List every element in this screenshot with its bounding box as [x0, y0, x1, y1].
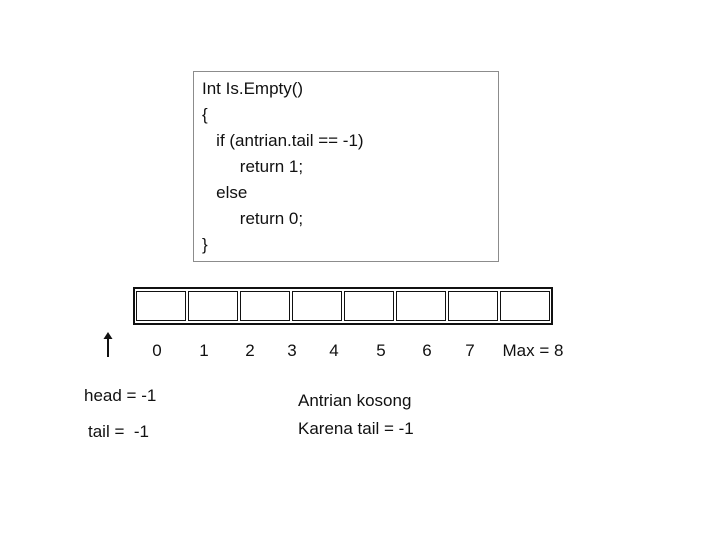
index-label: 3 — [287, 341, 297, 360]
array-cell — [448, 291, 498, 321]
up-arrow-icon — [103, 332, 113, 357]
index-label: 6 — [422, 341, 432, 360]
array-cell — [240, 291, 290, 321]
index-label: 2 — [245, 341, 255, 360]
max-label: Max = 8 — [502, 341, 564, 360]
array-cell — [136, 291, 186, 321]
index-label: 7 — [465, 341, 475, 360]
code-line-3: if (antrian.tail == -1) — [202, 131, 364, 150]
code-line-1: Int Is.Empty() — [202, 79, 304, 98]
queue-array — [133, 287, 553, 325]
code-line-6: return 0; — [202, 209, 304, 228]
index-label: 0 — [152, 341, 162, 360]
code-line-2: { — [202, 105, 208, 124]
code-box: Int Is.Empty() { if (antrian.tail == -1)… — [193, 71, 499, 262]
tail-pointer-label: tail = -1 — [88, 422, 149, 441]
array-cell — [396, 291, 446, 321]
head-pointer-label: head = -1 — [84, 386, 157, 405]
array-cell — [344, 291, 394, 321]
code-line-7: } — [202, 235, 208, 254]
index-label: 4 — [329, 341, 339, 360]
index-label: 1 — [199, 341, 209, 360]
code-line-5: else — [202, 183, 248, 202]
note-empty-queue: Antrian kosong — [298, 391, 412, 410]
index-label: 5 — [376, 341, 386, 360]
array-cell — [292, 291, 342, 321]
note-reason: Karena tail = -1 — [298, 419, 414, 438]
array-cell — [500, 291, 550, 321]
code-line-4: return 1; — [202, 157, 304, 176]
array-cell — [188, 291, 238, 321]
